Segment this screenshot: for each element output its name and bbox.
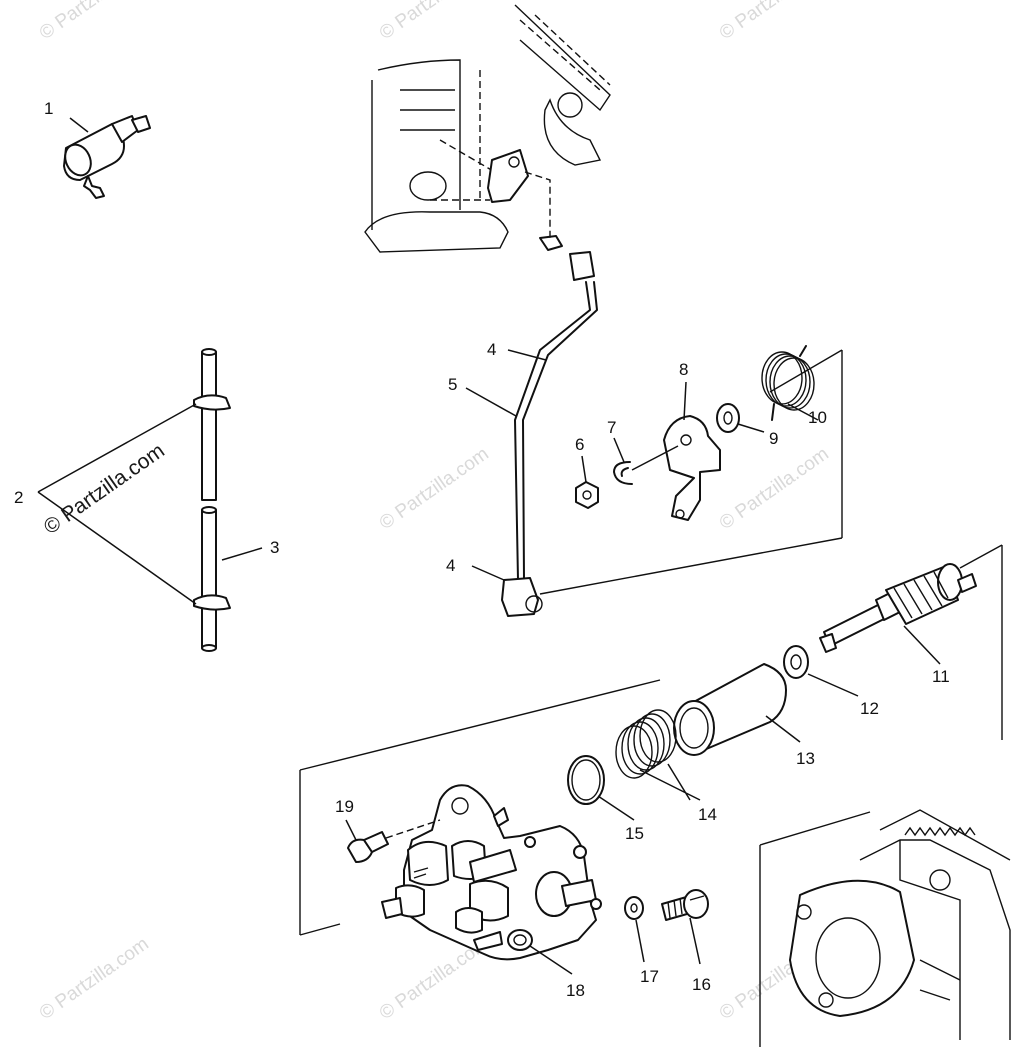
washer-part-17 — [624, 896, 644, 920]
pump-assembly-outline — [299, 544, 1003, 936]
callout-18: 18 — [566, 981, 585, 1000]
callout-9: 9 — [769, 429, 778, 448]
callout-11: 11 — [932, 667, 950, 686]
callout-labels: 1 2 3 4 4 5 6 7 8 9 10 11 12 13 14 15 16… — [14, 99, 950, 1000]
callout-14: 14 — [698, 805, 717, 824]
callout-4-top: 4 — [487, 340, 496, 359]
hose-clamp-part-2 — [37, 403, 197, 605]
watermark: © Partzilla.com — [36, 933, 153, 1024]
bracket-assembly-outline — [539, 349, 843, 595]
bleed-screw-part-16 — [661, 889, 709, 921]
callout-4-bottom: 4 — [446, 556, 455, 575]
callout-5: 5 — [448, 375, 457, 394]
callout-12: 12 — [860, 699, 879, 718]
callout-15: 15 — [625, 824, 644, 843]
callout-17: 17 — [640, 967, 659, 986]
engine-casting-top — [364, 4, 611, 253]
callout-3: 3 — [270, 538, 279, 557]
callout-2: 2 — [14, 488, 23, 507]
callout-13: 13 — [796, 749, 815, 768]
nut-part-6 — [575, 481, 599, 509]
callout-16: 16 — [692, 975, 711, 994]
callout-8: 8 — [679, 360, 688, 379]
watermark: © Partzilla.com — [376, 0, 493, 44]
callout-6: 6 — [575, 435, 584, 454]
callout-7: 7 — [607, 418, 616, 437]
watermark: © Partzilla.com — [36, 0, 153, 44]
engine-case-bottom-right — [759, 809, 1011, 1047]
bolt-part-19 — [347, 819, 441, 863]
callout-19: 19 — [335, 797, 354, 816]
spring-part-14 — [615, 709, 677, 779]
sleeve-part-13 — [673, 663, 787, 756]
fitting-part-1 — [63, 115, 151, 199]
oil-hose-part-3 — [193, 348, 231, 652]
torsion-spring-part-10 — [761, 345, 815, 421]
drive-gear-part-11 — [819, 563, 977, 653]
watermark: © Partzilla.com — [716, 0, 833, 44]
o-ring-part-15 — [567, 755, 605, 805]
watermark: © Partzilla.com — [716, 443, 833, 534]
callout-1: 1 — [44, 99, 53, 118]
washer-part-12 — [783, 645, 809, 679]
e-clip-part-7 — [613, 461, 633, 485]
callout-10: 10 — [808, 408, 827, 427]
watermark: © Partzilla.com — [376, 443, 493, 534]
oil-pump-part-18 — [381, 784, 602, 961]
washer-part-9 — [716, 403, 740, 433]
link-rod-part-5 — [501, 235, 598, 617]
watermark-dark: © Partzilla.com — [40, 439, 169, 539]
bracket-part-8 — [631, 415, 721, 521]
leader-lines — [69, 117, 941, 975]
